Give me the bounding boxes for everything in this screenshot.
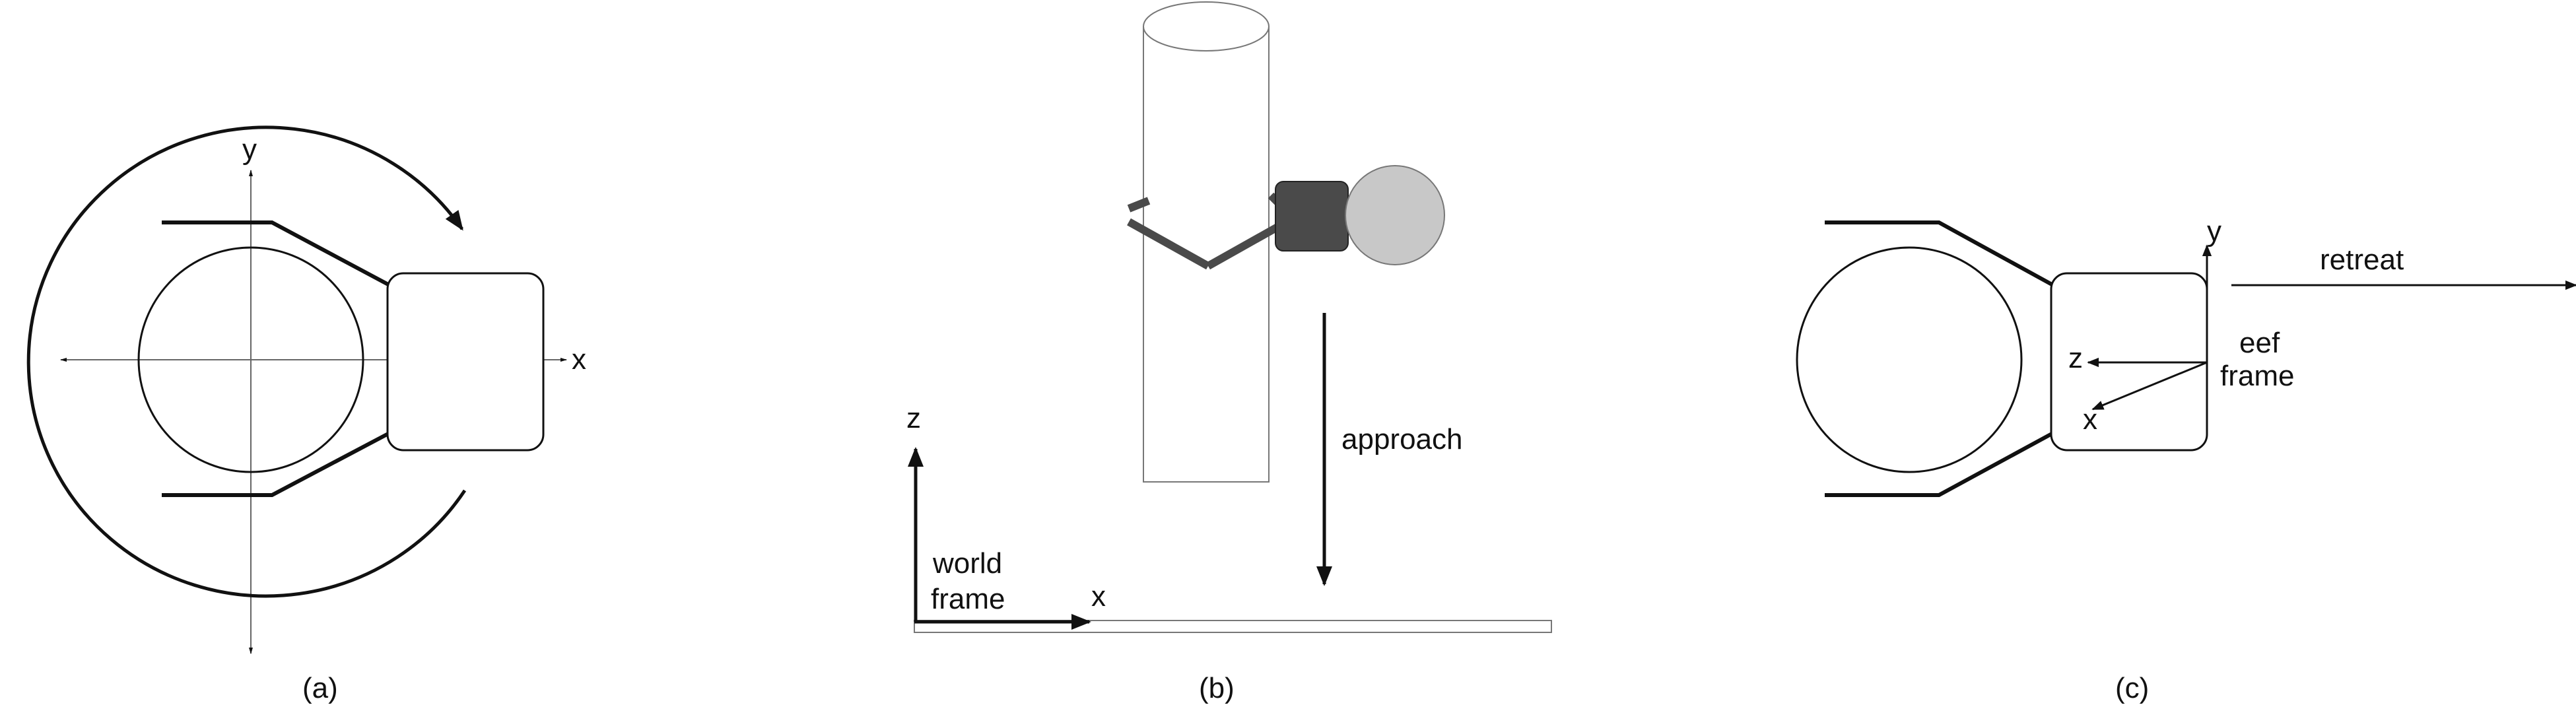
eef-frame-label-2: frame (2220, 360, 2294, 392)
gripper-finger-lower (1127, 218, 1210, 270)
world-frame-label-2: frame (931, 583, 1005, 615)
gripper-finger-top-c (1825, 220, 2054, 287)
object-circle (137, 246, 364, 473)
world-x-label: x (1091, 580, 1106, 613)
rotation-arrow (26, 125, 467, 598)
wrist-ball (1345, 165, 1445, 265)
gripper-finger-top (162, 220, 391, 287)
gripper-body-dark (1275, 181, 1349, 252)
cylinder-body (1143, 26, 1270, 483)
approach-label: approach (1341, 423, 1462, 455)
caption-b: (b) (1199, 672, 1235, 704)
eef-z-label: z (2068, 342, 2083, 374)
panel-a: y x (a) (26, 125, 586, 704)
eef-x-label: x (2083, 403, 2097, 436)
axis-y-label: y (242, 133, 257, 166)
gripper-finger-bottom-c (1825, 431, 2054, 497)
world-z-label: z (906, 402, 921, 434)
object-circle-c (1796, 246, 2023, 473)
gripper-body (386, 272, 545, 452)
caption-c: (c) (2115, 672, 2149, 704)
gripper-finger-bottom (162, 431, 391, 497)
caption-a: (a) (302, 672, 338, 704)
retreat-label: retreat (2320, 244, 2404, 276)
world-frame-label-1: world (932, 547, 1002, 580)
eef-frame-label-1: eef (2239, 327, 2280, 359)
panel-c: y z x eef frame retreat (c) (1796, 215, 2576, 704)
eef-y-label: y (2207, 215, 2221, 248)
cylinder-top (1143, 1, 1270, 51)
gripper-finger-upper (1127, 197, 1151, 213)
eef-x-axis (2091, 361, 2208, 411)
axis-x-label: x (572, 343, 586, 376)
gripper-finger-link (1206, 223, 1279, 270)
panel-b: approach z x world frame (b) (906, 1, 1552, 704)
